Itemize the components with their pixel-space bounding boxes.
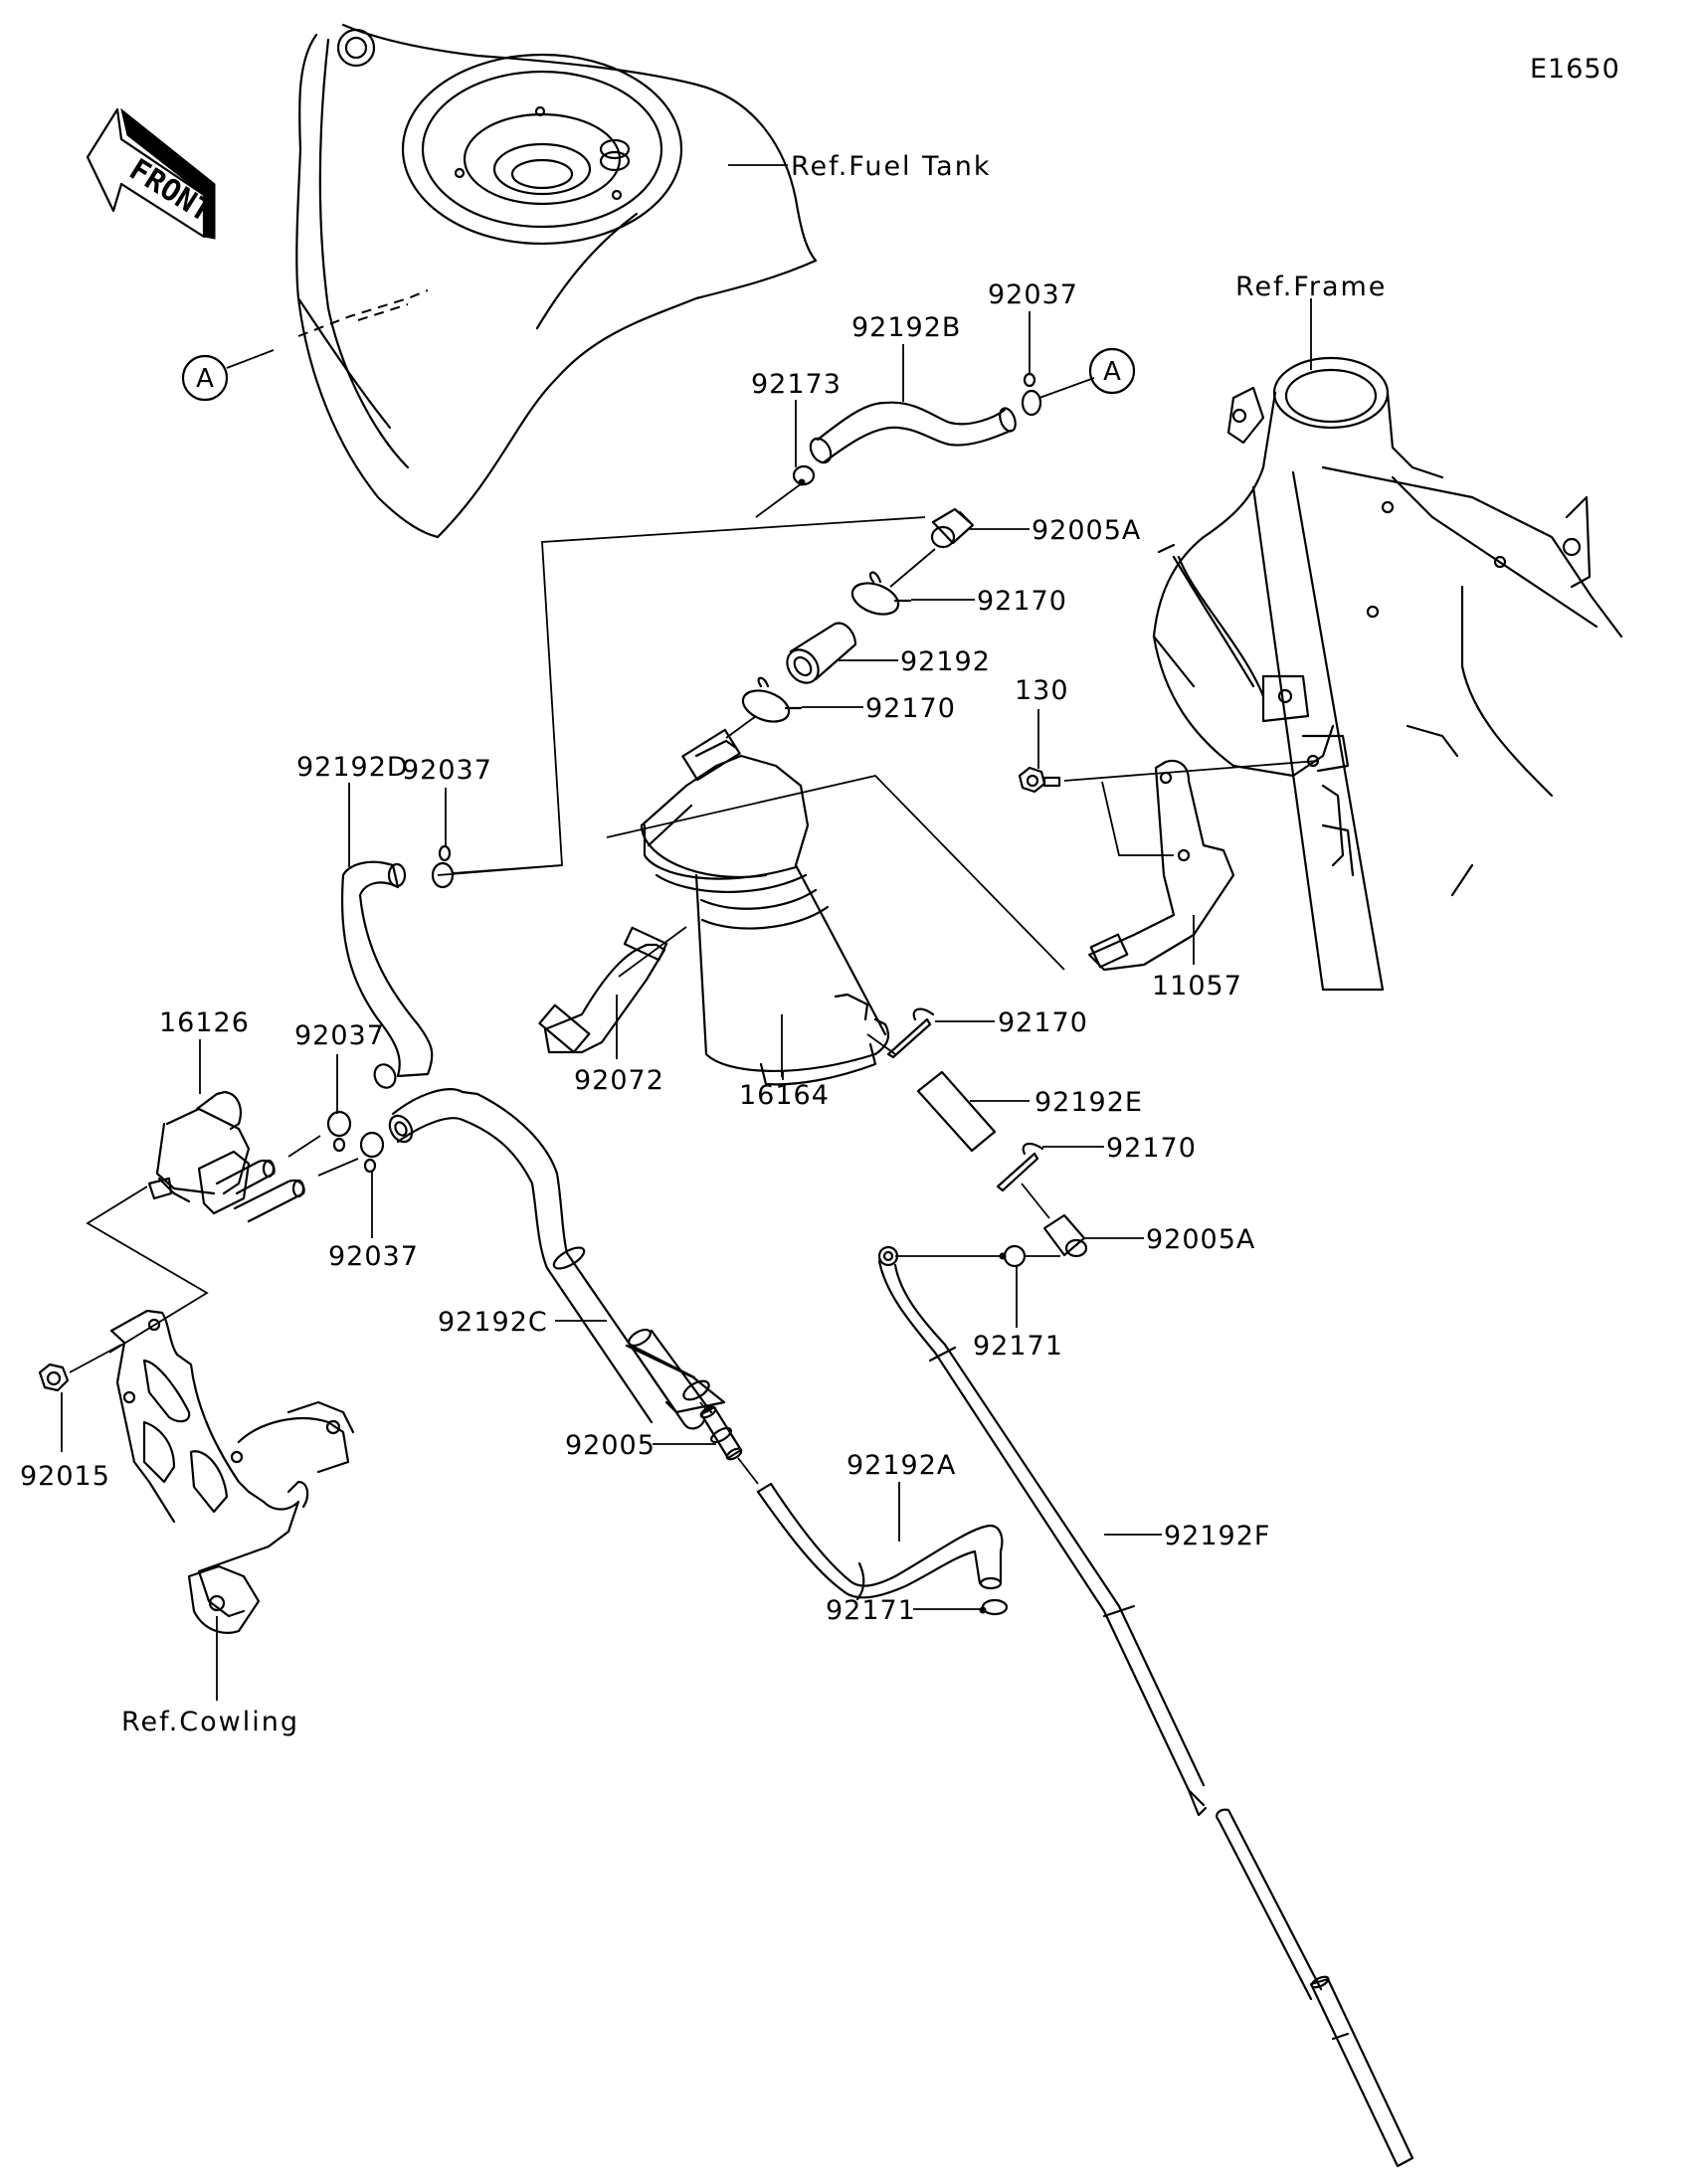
label-92037-valve-top: 92037: [294, 1020, 385, 1051]
diagram-code: E1650: [1530, 54, 1620, 85]
fitting-92005A-bottom: [1042, 1213, 1088, 1258]
label-92192F: 92192F: [1164, 1521, 1270, 1551]
clamp-92170-c: [886, 1007, 935, 1059]
label-92015: 92015: [20, 1461, 110, 1492]
hose-92192C: [388, 1088, 726, 1430]
label-92037-top: 92037: [988, 279, 1078, 310]
clip-92171-a: [999, 1244, 1027, 1268]
label-92072: 92072: [574, 1065, 664, 1096]
clamp-92037-top: [1021, 372, 1042, 417]
label-16126: 16126: [159, 1007, 250, 1038]
connector-mark-a-hose: A: [1088, 347, 1136, 395]
label-92192: 92192: [900, 646, 991, 677]
label-92037-mid: 92037: [402, 755, 492, 786]
label-92171-a: 92171: [973, 1331, 1063, 1362]
connector-mark-a-tank: A: [181, 349, 275, 402]
strap-92072: [538, 926, 668, 1054]
label-92173: 92173: [751, 369, 842, 400]
ref-frame-label: Ref.Frame: [1235, 272, 1387, 302]
label-16164: 16164: [739, 1080, 830, 1111]
ref-fuel-tank-label: Ref.Fuel Tank: [791, 151, 991, 182]
label-92192C: 92192C: [438, 1307, 548, 1338]
label-92192E: 92192E: [1034, 1087, 1143, 1118]
clamp-92170-b: [741, 676, 803, 723]
fuel-tank-reference: [295, 23, 818, 539]
bolt-130: [1018, 766, 1061, 794]
canister-16164: [640, 728, 890, 1086]
solenoid-valve-16126: [147, 1090, 305, 1223]
clamp-92170-d: [996, 1142, 1044, 1192]
svg-text:A: A: [196, 364, 214, 394]
clamp-92037-valve-top: [326, 1110, 352, 1153]
label-92170-b: 92170: [865, 693, 956, 724]
clamp-92037-valve-bot: [359, 1131, 385, 1174]
frame-reference: [1152, 356, 1623, 992]
hose-92192B: [809, 401, 1017, 464]
nut-92015: [38, 1363, 70, 1392]
label-92192B: 92192B: [851, 312, 961, 343]
label-92170-a: 92170: [977, 586, 1067, 617]
connector-92005: [699, 1401, 759, 1485]
label-92192D: 92192D: [296, 752, 409, 783]
label-92005: 92005: [565, 1430, 656, 1461]
label-92170-c: 92170: [998, 1007, 1088, 1038]
svg-text:A: A: [1103, 357, 1121, 387]
clip-92171-b: [979, 1598, 1009, 1616]
clamp-92037-mid: [431, 844, 455, 889]
label-92192A: 92192A: [846, 1450, 956, 1481]
fitting-92005A-top: [930, 507, 975, 549]
clip-92173: [792, 464, 816, 486]
label-92171-b: 92171: [826, 1595, 916, 1626]
front-arrow-icon: FRONT: [86, 107, 218, 240]
label-92005A-top: 92005A: [1032, 515, 1141, 546]
hose-92192D: [340, 860, 434, 1089]
hose-92192F: [877, 1245, 1414, 2168]
hose-92192E: [916, 1070, 997, 1153]
label-92037-valve-bot: 92037: [328, 1241, 419, 1272]
clamp-92170-a: [850, 571, 912, 616]
label-92005A-bottom: 92005A: [1146, 1224, 1255, 1255]
ref-cowling-label: Ref.Cowling: [121, 1707, 299, 1737]
label-11057: 11057: [1152, 971, 1242, 1001]
hose-92192: [786, 622, 857, 684]
hose-92192A: [756, 1482, 1004, 1601]
label-130: 130: [1015, 675, 1069, 706]
label-92170-d: 92170: [1106, 1133, 1197, 1164]
bracket-11057: [1087, 759, 1235, 972]
cowling-bracket-reference: [109, 1309, 355, 1634]
